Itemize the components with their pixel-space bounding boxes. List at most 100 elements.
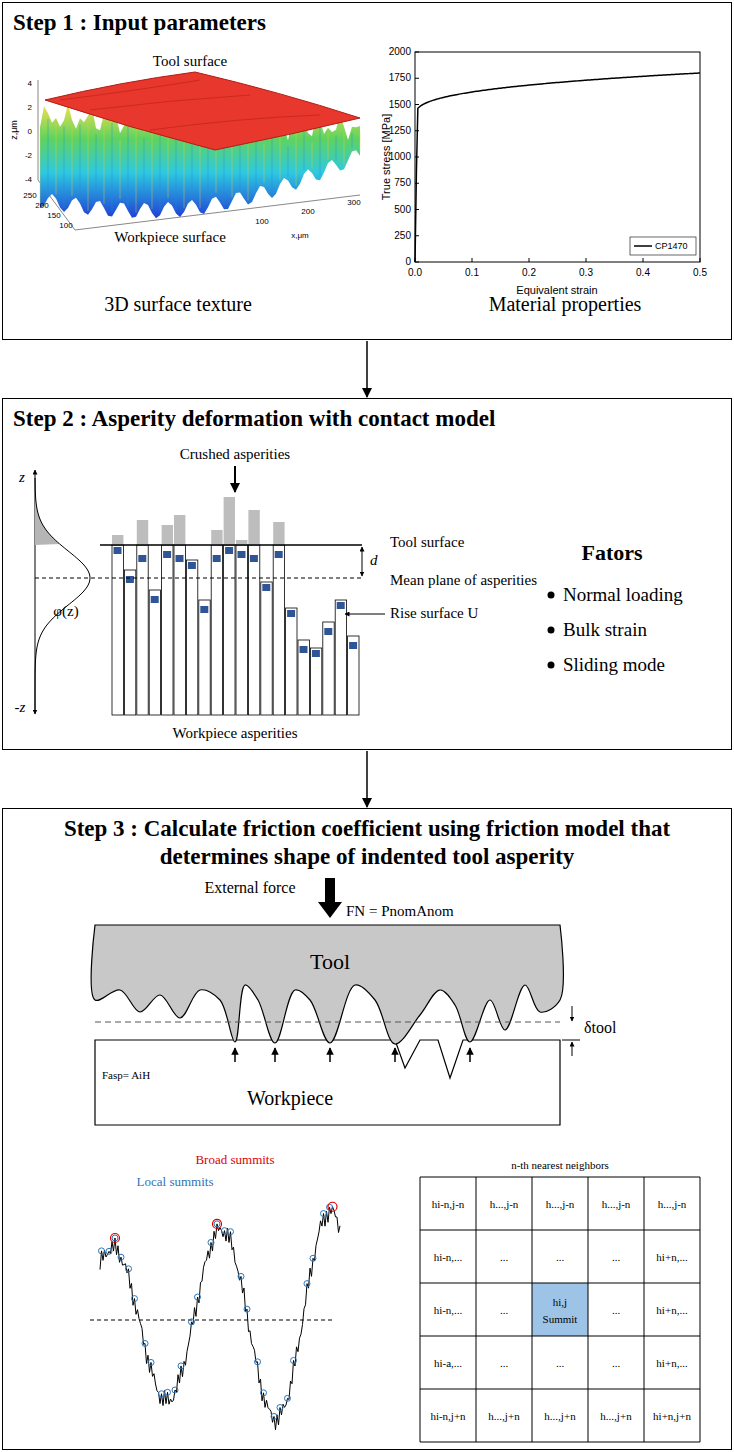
asperity	[298, 640, 309, 715]
label: δtool	[584, 1019, 616, 1037]
texture-stroke	[112, 123, 113, 213]
local-summit	[132, 1296, 138, 1302]
asperity	[236, 545, 247, 715]
grid-line	[588, 1177, 589, 1442]
label: Broad summits	[195, 1153, 274, 1168]
rise-mark	[238, 551, 246, 558]
local-summit	[238, 1273, 244, 1279]
texture-stroke	[336, 136, 337, 161]
tool-texture	[60, 80, 320, 130]
force-arrow	[394, 1048, 396, 1062]
label: n-th nearest neighbors	[511, 1159, 609, 1172]
z-axis	[35, 712, 36, 714]
grid-line	[420, 1336, 700, 1337]
asperity	[124, 570, 135, 715]
label: 2000	[389, 46, 411, 58]
texture-stroke	[304, 129, 305, 170]
rise-mark	[337, 602, 345, 609]
local-summit	[106, 1248, 112, 1254]
label: Sliding mode	[563, 654, 665, 676]
label: 1250	[389, 125, 411, 137]
tick	[415, 104, 419, 105]
texture-stroke	[144, 138, 145, 199]
asperity	[199, 600, 210, 715]
label: ...	[556, 1356, 564, 1369]
label: d	[370, 552, 378, 569]
tool-surface	[45, 72, 360, 150]
label: h...,j-n	[546, 1197, 575, 1210]
grid-line	[644, 1177, 645, 1442]
rise-mark	[176, 555, 184, 562]
label: ...	[612, 1303, 620, 1316]
label: 2	[28, 103, 32, 112]
step-heading: Step 3 : Calculate friction coefficient …	[3, 809, 731, 876]
rise-mark	[300, 646, 308, 653]
local-summit	[142, 1340, 148, 1346]
label: hi,j	[553, 1295, 567, 1308]
asperity	[248, 545, 259, 715]
force-arrow	[234, 1048, 236, 1062]
label: hi+n,...	[656, 1303, 687, 1316]
local-summit	[214, 1221, 220, 1227]
crushed-part	[211, 530, 222, 545]
texture-stroke	[88, 122, 89, 211]
plot-frame	[415, 52, 700, 262]
label: h...,j+n	[600, 1409, 631, 1422]
broad-summit	[111, 1234, 120, 1243]
broad-summit	[213, 1219, 222, 1228]
texture-stroke	[80, 124, 81, 199]
tick	[586, 258, 587, 262]
contact-forces	[235, 1048, 470, 1062]
texture-stroke	[312, 142, 313, 169]
grid-line	[420, 1283, 700, 1284]
axis	[38, 80, 39, 180]
grid-line	[532, 1177, 533, 1442]
asperity	[149, 590, 160, 715]
crushed-part	[137, 520, 148, 545]
rise-mark	[262, 584, 270, 591]
local-summit	[222, 1228, 228, 1234]
label: 1500	[389, 99, 411, 111]
mean-line	[95, 1022, 560, 1023]
local-summit	[118, 1254, 124, 1260]
contact-sketch	[90, 878, 700, 1442]
label: Workpiece asperities	[173, 725, 298, 742]
crushed-part	[273, 522, 284, 545]
label: 500	[394, 204, 411, 216]
legend-box	[630, 237, 696, 255]
tool-block	[91, 925, 563, 1044]
label: x,μm	[291, 231, 309, 240]
label: hi-a,...	[434, 1356, 462, 1369]
asperity	[273, 545, 284, 715]
label: ...	[500, 1356, 508, 1369]
label: Workpiece	[247, 1087, 333, 1110]
label: Workpiece surface	[114, 229, 226, 246]
label: Tool	[310, 949, 350, 974]
label: 200	[301, 207, 314, 216]
texture-stroke	[288, 146, 289, 176]
delta-arrow	[572, 1042, 573, 1056]
label: Rise surface U	[390, 605, 478, 622]
texture-stroke	[360, 132, 361, 152]
label: 200	[35, 201, 48, 210]
label: ...	[612, 1356, 620, 1369]
flow-arrow	[366, 751, 368, 807]
label: h...,j+n	[488, 1409, 519, 1422]
broad-summit	[328, 1202, 337, 1211]
grid-line	[420, 1177, 421, 1442]
local-summit	[195, 1294, 201, 1300]
summit-marks	[99, 1202, 338, 1419]
label: External force	[204, 879, 295, 897]
texture-stroke	[72, 126, 73, 196]
force-arrow	[274, 1048, 276, 1062]
label: 100	[255, 217, 268, 226]
asperity	[137, 545, 148, 715]
label: Normal loading	[563, 584, 683, 606]
local-summit	[159, 1391, 165, 1397]
label: h...,j-n	[490, 1197, 519, 1210]
local-summit	[99, 1248, 105, 1254]
neighbor-grid	[420, 1177, 700, 1442]
label: 0.2	[522, 267, 536, 279]
tick	[415, 52, 419, 53]
bullet	[548, 627, 555, 634]
